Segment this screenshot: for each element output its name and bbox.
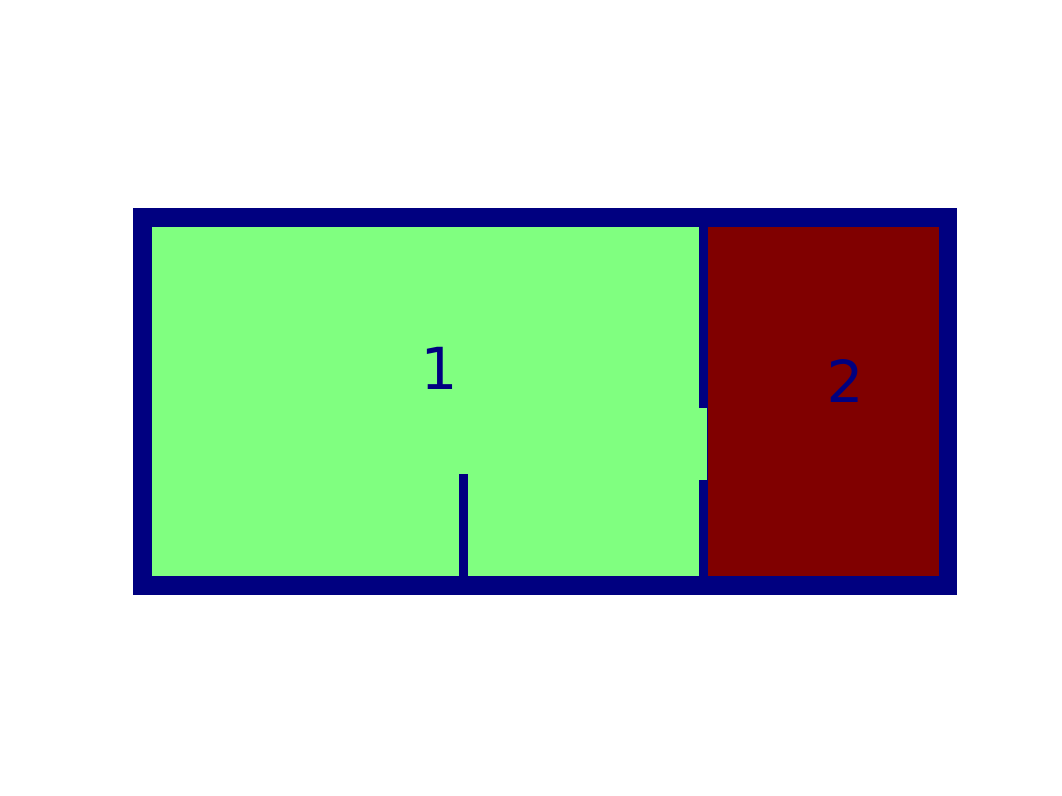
room-2 — [708, 227, 939, 576]
room-1 — [152, 227, 699, 576]
room-1-label: 1 — [421, 335, 458, 403]
room-2-label: 2 — [827, 348, 864, 416]
interior-wall-stub — [459, 474, 468, 577]
doorway-opening — [697, 408, 707, 480]
